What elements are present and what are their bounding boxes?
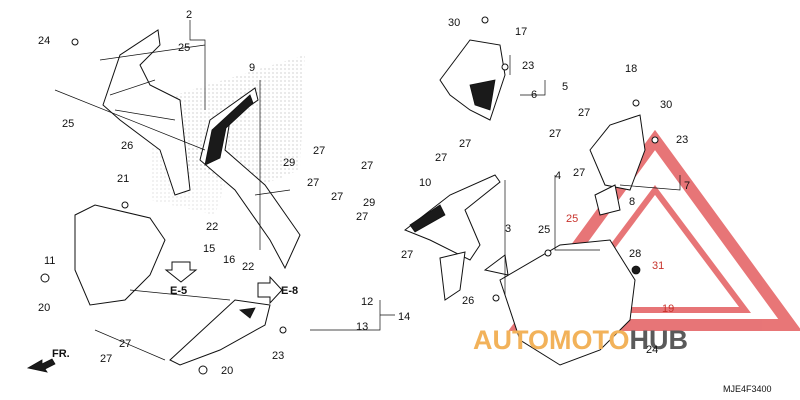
callout-label: 28	[629, 248, 641, 260]
callout-label: 2	[186, 9, 192, 21]
middle-right-cowl	[404, 174, 501, 301]
right-panel	[589, 114, 646, 216]
callout-label: 9	[249, 62, 255, 74]
callout-label: 12	[361, 296, 373, 308]
fasteners	[40, 16, 659, 375]
callout-label: 17	[515, 26, 527, 38]
callout-label: 20	[38, 302, 50, 314]
callout-label: 21	[117, 173, 129, 185]
callout-label: 18	[625, 63, 637, 75]
callout-label: 5	[562, 81, 568, 93]
callout-label: 8	[629, 196, 635, 208]
callout-label: 27	[578, 107, 590, 119]
watermark-text: AUTOMOTOHUB	[473, 325, 688, 355]
lower-cowl	[74, 204, 166, 306]
callout-label: 6	[531, 89, 537, 101]
callout-label: 26	[121, 140, 133, 152]
callout-label: 15	[203, 243, 215, 255]
callout-label: 27	[459, 138, 471, 150]
callout-label: 27	[100, 353, 112, 365]
callout-label: 30	[448, 17, 460, 29]
diagram-code: MJE4F3400	[723, 384, 772, 394]
callout-label: 11	[44, 255, 55, 267]
callout-label: 23	[522, 60, 534, 72]
callout-label: 24	[38, 35, 50, 47]
section-arrows	[164, 261, 283, 305]
callout-label: 3	[505, 223, 511, 235]
top-cover	[439, 39, 506, 121]
inner-panel	[199, 87, 301, 270]
callout-label: 13	[356, 321, 368, 333]
callout-label: 27	[435, 152, 447, 164]
callout-label: 25	[566, 213, 578, 225]
callout-label: 19	[662, 303, 674, 315]
callout-label: 27	[313, 145, 325, 157]
callout-label: 31	[652, 260, 664, 272]
callout-label: 20	[221, 365, 233, 377]
callout-label: 23	[676, 134, 688, 146]
section-ref-e5: E-5	[170, 285, 187, 297]
callout-label: 16	[223, 254, 235, 266]
lower-right-cowl	[483, 239, 636, 366]
callout-label: 27	[549, 128, 561, 140]
callout-label: 30	[660, 99, 672, 111]
callout-label: 27	[573, 167, 585, 179]
callout-label: 14	[398, 311, 410, 323]
upper-left-cowl	[102, 29, 191, 196]
callout-label: 27	[307, 177, 319, 189]
callout-label: 25	[538, 224, 550, 236]
callout-label: 10	[419, 177, 431, 189]
callout-label: 29	[283, 157, 295, 169]
callout-label: 22	[206, 221, 218, 233]
callout-label: 22	[242, 261, 254, 273]
section-ref-e8: E-8	[281, 285, 298, 297]
callout-label: 27	[361, 160, 373, 172]
callout-label: 27	[401, 249, 413, 261]
callout-label: 24	[646, 344, 658, 356]
callout-label: 7	[684, 180, 690, 192]
callout-label: 26	[462, 295, 474, 307]
under-cowl	[169, 299, 271, 366]
callout-label: 27	[356, 211, 368, 223]
direction-label: FR.	[52, 348, 70, 360]
callout-label: 23	[272, 350, 284, 362]
callout-label: 25	[62, 118, 74, 130]
callout-label: 4	[555, 170, 561, 182]
leader-lines	[54, 20, 681, 361]
callout-label: 27	[331, 191, 343, 203]
callout-label: 29	[363, 197, 375, 209]
callout-label: 25	[178, 42, 190, 54]
callout-labels: 2 24 25 9 25 26 27 29 27 27 21 22 15 16 …	[38, 9, 690, 377]
callout-label: 27	[119, 338, 131, 350]
fr-arrow	[26, 358, 56, 373]
